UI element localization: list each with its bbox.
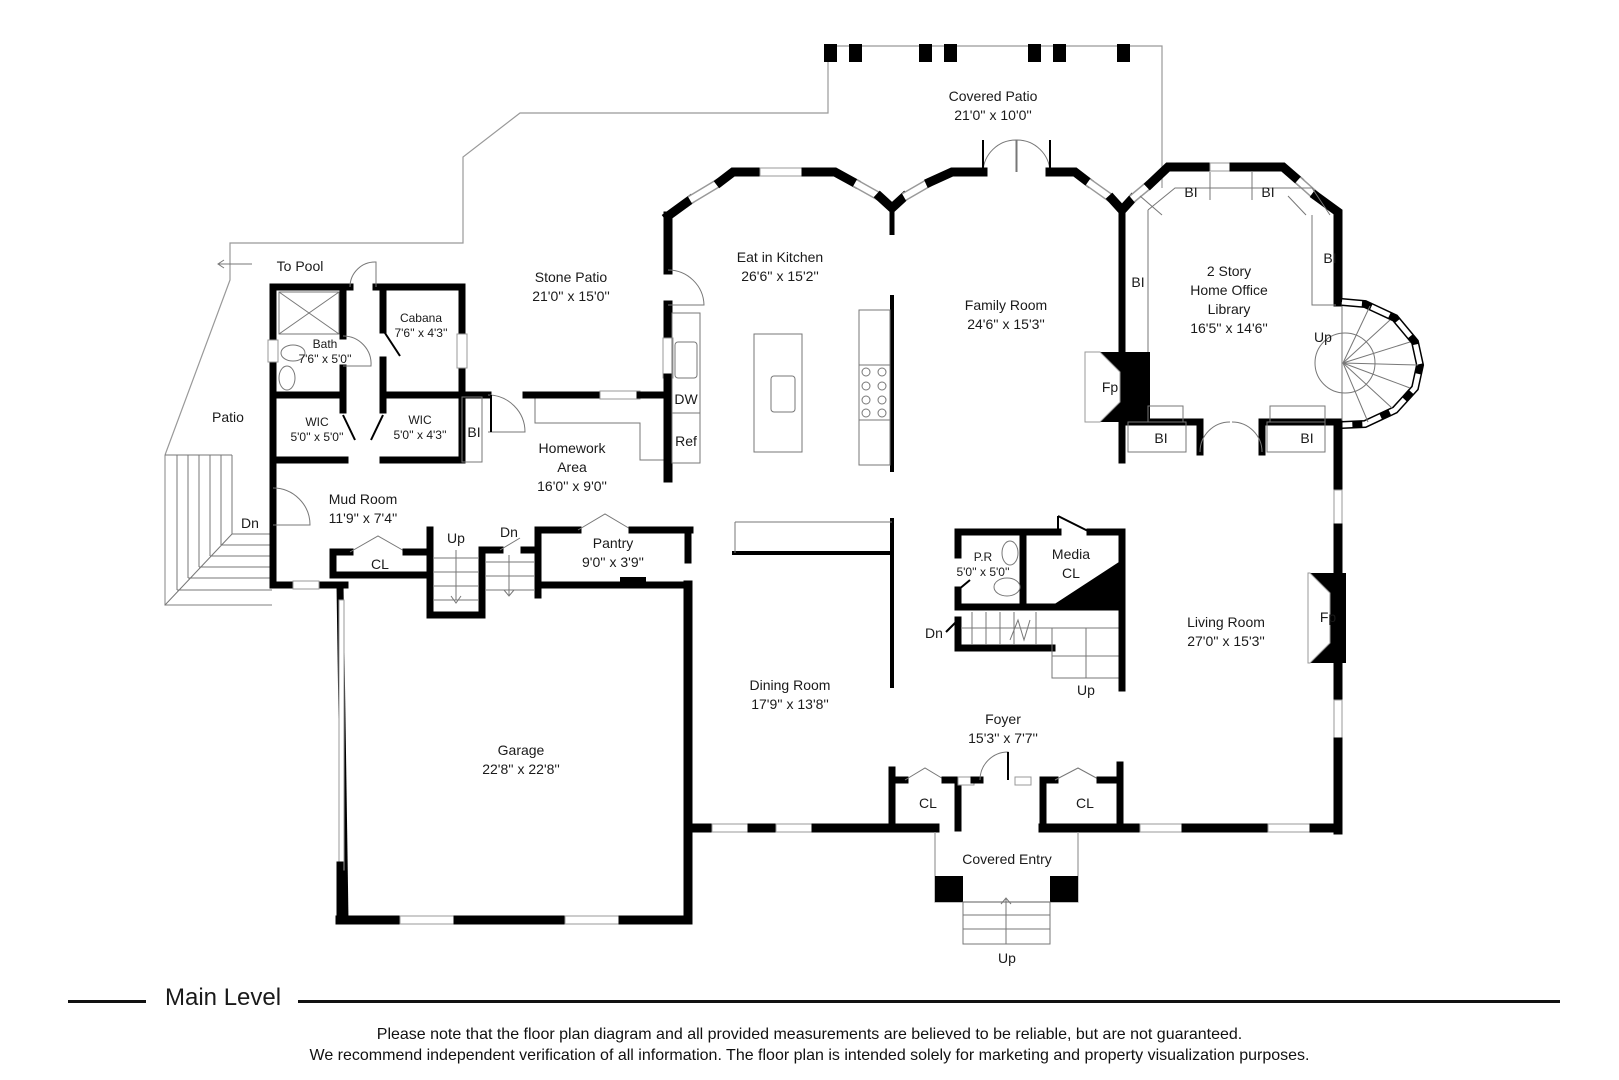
stairs-up-label: Up xyxy=(998,950,1016,966)
stairs-down-label: Dn xyxy=(241,515,259,531)
bi-label: BI xyxy=(1261,184,1274,200)
outdoor-outlines xyxy=(164,44,1163,606)
homework-line1: Homework xyxy=(539,440,607,456)
office-line3: Library xyxy=(1208,301,1251,317)
foyer-dims: 15'3'' x 7'7'' xyxy=(968,730,1038,746)
garage-dims: 22'8'' x 22'8'' xyxy=(482,761,560,777)
media-cl-line1: Media xyxy=(1052,546,1090,562)
bi-label: BI xyxy=(1323,250,1336,266)
powder-room-dims: 5'0'' x 5'0'' xyxy=(956,565,1009,579)
patio-name: Patio xyxy=(212,409,244,425)
stone-patio-dims: 21'0'' x 15'0'' xyxy=(532,288,610,304)
covered-entry-name: Covered Entry xyxy=(962,851,1051,867)
room-labels: Covered Patio 21'0'' x 10'0'' To Pool St… xyxy=(212,88,1268,867)
foyer-name: Foyer xyxy=(985,711,1021,727)
fireplace-label: Fp xyxy=(1320,609,1337,625)
to-pool-label: To Pool xyxy=(277,258,324,274)
homework-line2: Area xyxy=(557,459,587,475)
covered-patio-name: Covered Patio xyxy=(949,88,1038,104)
pantry-name: Pantry xyxy=(593,535,633,551)
mud-room-dims: 11'9'' x 7'4'' xyxy=(329,510,398,526)
bi-label: BI xyxy=(1184,184,1197,200)
main-house-walls xyxy=(335,139,1425,945)
stone-patio-name: Stone Patio xyxy=(535,269,608,285)
powder-room-name: P.R xyxy=(974,550,993,564)
homework-dims: 16'0'' x 9'0'' xyxy=(537,478,607,494)
family-room-name: Family Room xyxy=(965,297,1047,313)
bath-name: Bath xyxy=(313,337,338,351)
level-title: Main Level xyxy=(165,984,282,1011)
fireplace-label: Fp xyxy=(1102,379,1119,395)
wic-left-name: WIC xyxy=(305,415,329,429)
garage-name: Garage xyxy=(498,742,545,758)
closet-label: CL xyxy=(1076,795,1094,811)
bi-label: BI xyxy=(1300,430,1313,446)
kitchen-name: Eat in Kitchen xyxy=(737,249,823,265)
wic-right-name: WIC xyxy=(408,413,432,427)
office-line2: Home Office xyxy=(1190,282,1268,298)
office-line1: 2 Story xyxy=(1207,263,1251,279)
fixture-labels: BI BI BI BI BI BI BI DW Ref Fp Fp CL CL … xyxy=(241,184,1337,966)
stairs-up-label: Up xyxy=(1314,329,1332,345)
wic-right-dims: 5'0'' x 4'3'' xyxy=(393,428,446,442)
disclaimer-line-1: Please note that the floor plan diagram … xyxy=(376,1026,1243,1043)
mud-room-name: Mud Room xyxy=(329,491,397,507)
media-cl-line2: CL xyxy=(1062,565,1080,581)
bath-dims: 7'6'' x 5'0'' xyxy=(298,352,351,366)
stairs-down-label: Dn xyxy=(925,625,943,641)
disclaimer-line-2: We recommend independent verification of… xyxy=(309,1047,1310,1064)
closet-label: CL xyxy=(919,795,937,811)
dining-room-dims: 17'9'' x 13'8'' xyxy=(751,696,829,712)
wic-left-dims: 5'0'' x 5'0'' xyxy=(290,430,343,444)
cabana-dims: 7'6'' x 4'3'' xyxy=(394,326,447,340)
living-room-dims: 27'0'' x 15'3'' xyxy=(1187,633,1265,649)
covered-patio-dims: 21'0'' x 10'0'' xyxy=(954,107,1032,123)
pantry-dims: 9'0'' x 3'9'' xyxy=(582,554,644,570)
kitchen-dims: 26'6'' x 15'2'' xyxy=(741,268,819,284)
refrigerator-label: Ref xyxy=(675,433,697,449)
family-room-dims: 24'6'' x 15'3'' xyxy=(967,316,1045,332)
cabana-name: Cabana xyxy=(400,311,442,325)
office-dims: 16'5'' x 14'6'' xyxy=(1190,320,1268,336)
stairs-up-label: Up xyxy=(1077,682,1095,698)
closet-label: CL xyxy=(371,556,389,572)
dishwasher-label: DW xyxy=(674,391,698,407)
bi-label: BI xyxy=(1131,274,1144,290)
footer-rule-right xyxy=(298,1000,1560,1003)
mudroom-walls xyxy=(269,390,694,924)
dining-room-name: Dining Room xyxy=(750,677,831,693)
living-room-name: Living Room xyxy=(1187,614,1265,630)
bi-label: BI xyxy=(1154,430,1167,446)
bi-label: BI xyxy=(467,424,480,440)
footer-rule-left xyxy=(68,1000,146,1003)
stairs-up-label: Up xyxy=(447,530,465,546)
stairs-down-label: Dn xyxy=(500,524,518,540)
